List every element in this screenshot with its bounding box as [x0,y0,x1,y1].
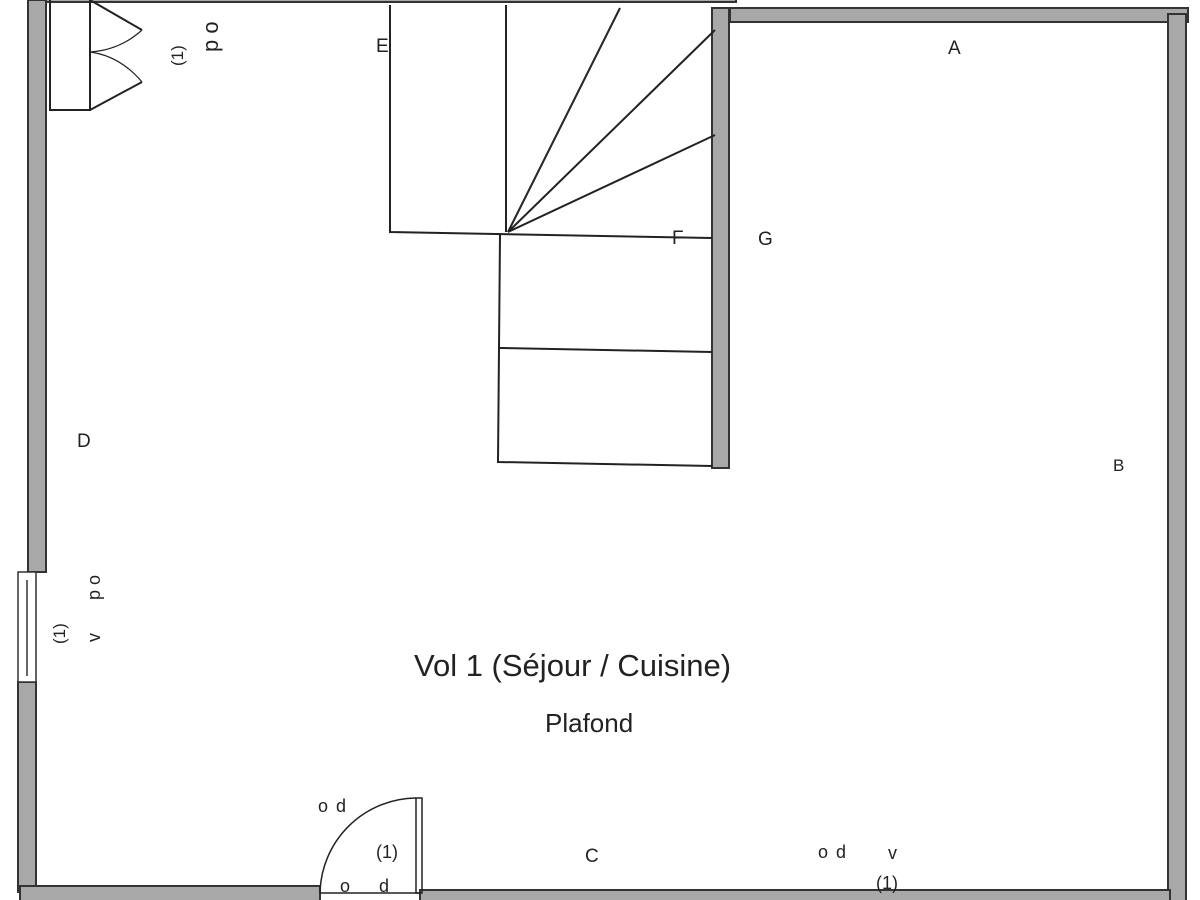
room-subtitle: Plafond [545,708,634,738]
walls [17,0,1189,900]
door-code-bottom: o d [340,876,390,896]
bottom-right-code: o d [818,842,847,862]
door-code-top: o d [318,796,347,816]
bottom-right-number: (1) [876,873,898,893]
label-g: G [758,229,773,250]
bottom-wall-left [19,885,321,900]
closet [49,0,143,111]
left-window [17,571,37,683]
label-e: E [376,36,389,57]
window-code: p o [84,574,104,600]
window-number: (1) [50,623,69,644]
staircase [389,5,716,467]
inner-wall [711,7,730,469]
bottom-right-v: v [888,843,897,863]
door-number: (1) [376,842,398,862]
door [319,797,423,894]
top-wall [45,0,737,3]
room-title: Vol 1 (Séjour / Cuisine) [414,648,732,683]
label-c: C [585,846,599,867]
label-d: D [77,431,91,452]
right-wall [1167,13,1187,900]
bottom-wall-right [419,889,1171,900]
window-v: v [84,633,104,642]
label-f: F [672,228,684,249]
top-wall-right [729,7,1189,23]
left-wall-upper [27,0,47,573]
closet-code: p o [198,21,223,52]
left-wall-lower [17,681,37,893]
label-b: B [1113,456,1125,475]
label-a: A [948,38,961,59]
closet-number: (1) [168,45,187,66]
